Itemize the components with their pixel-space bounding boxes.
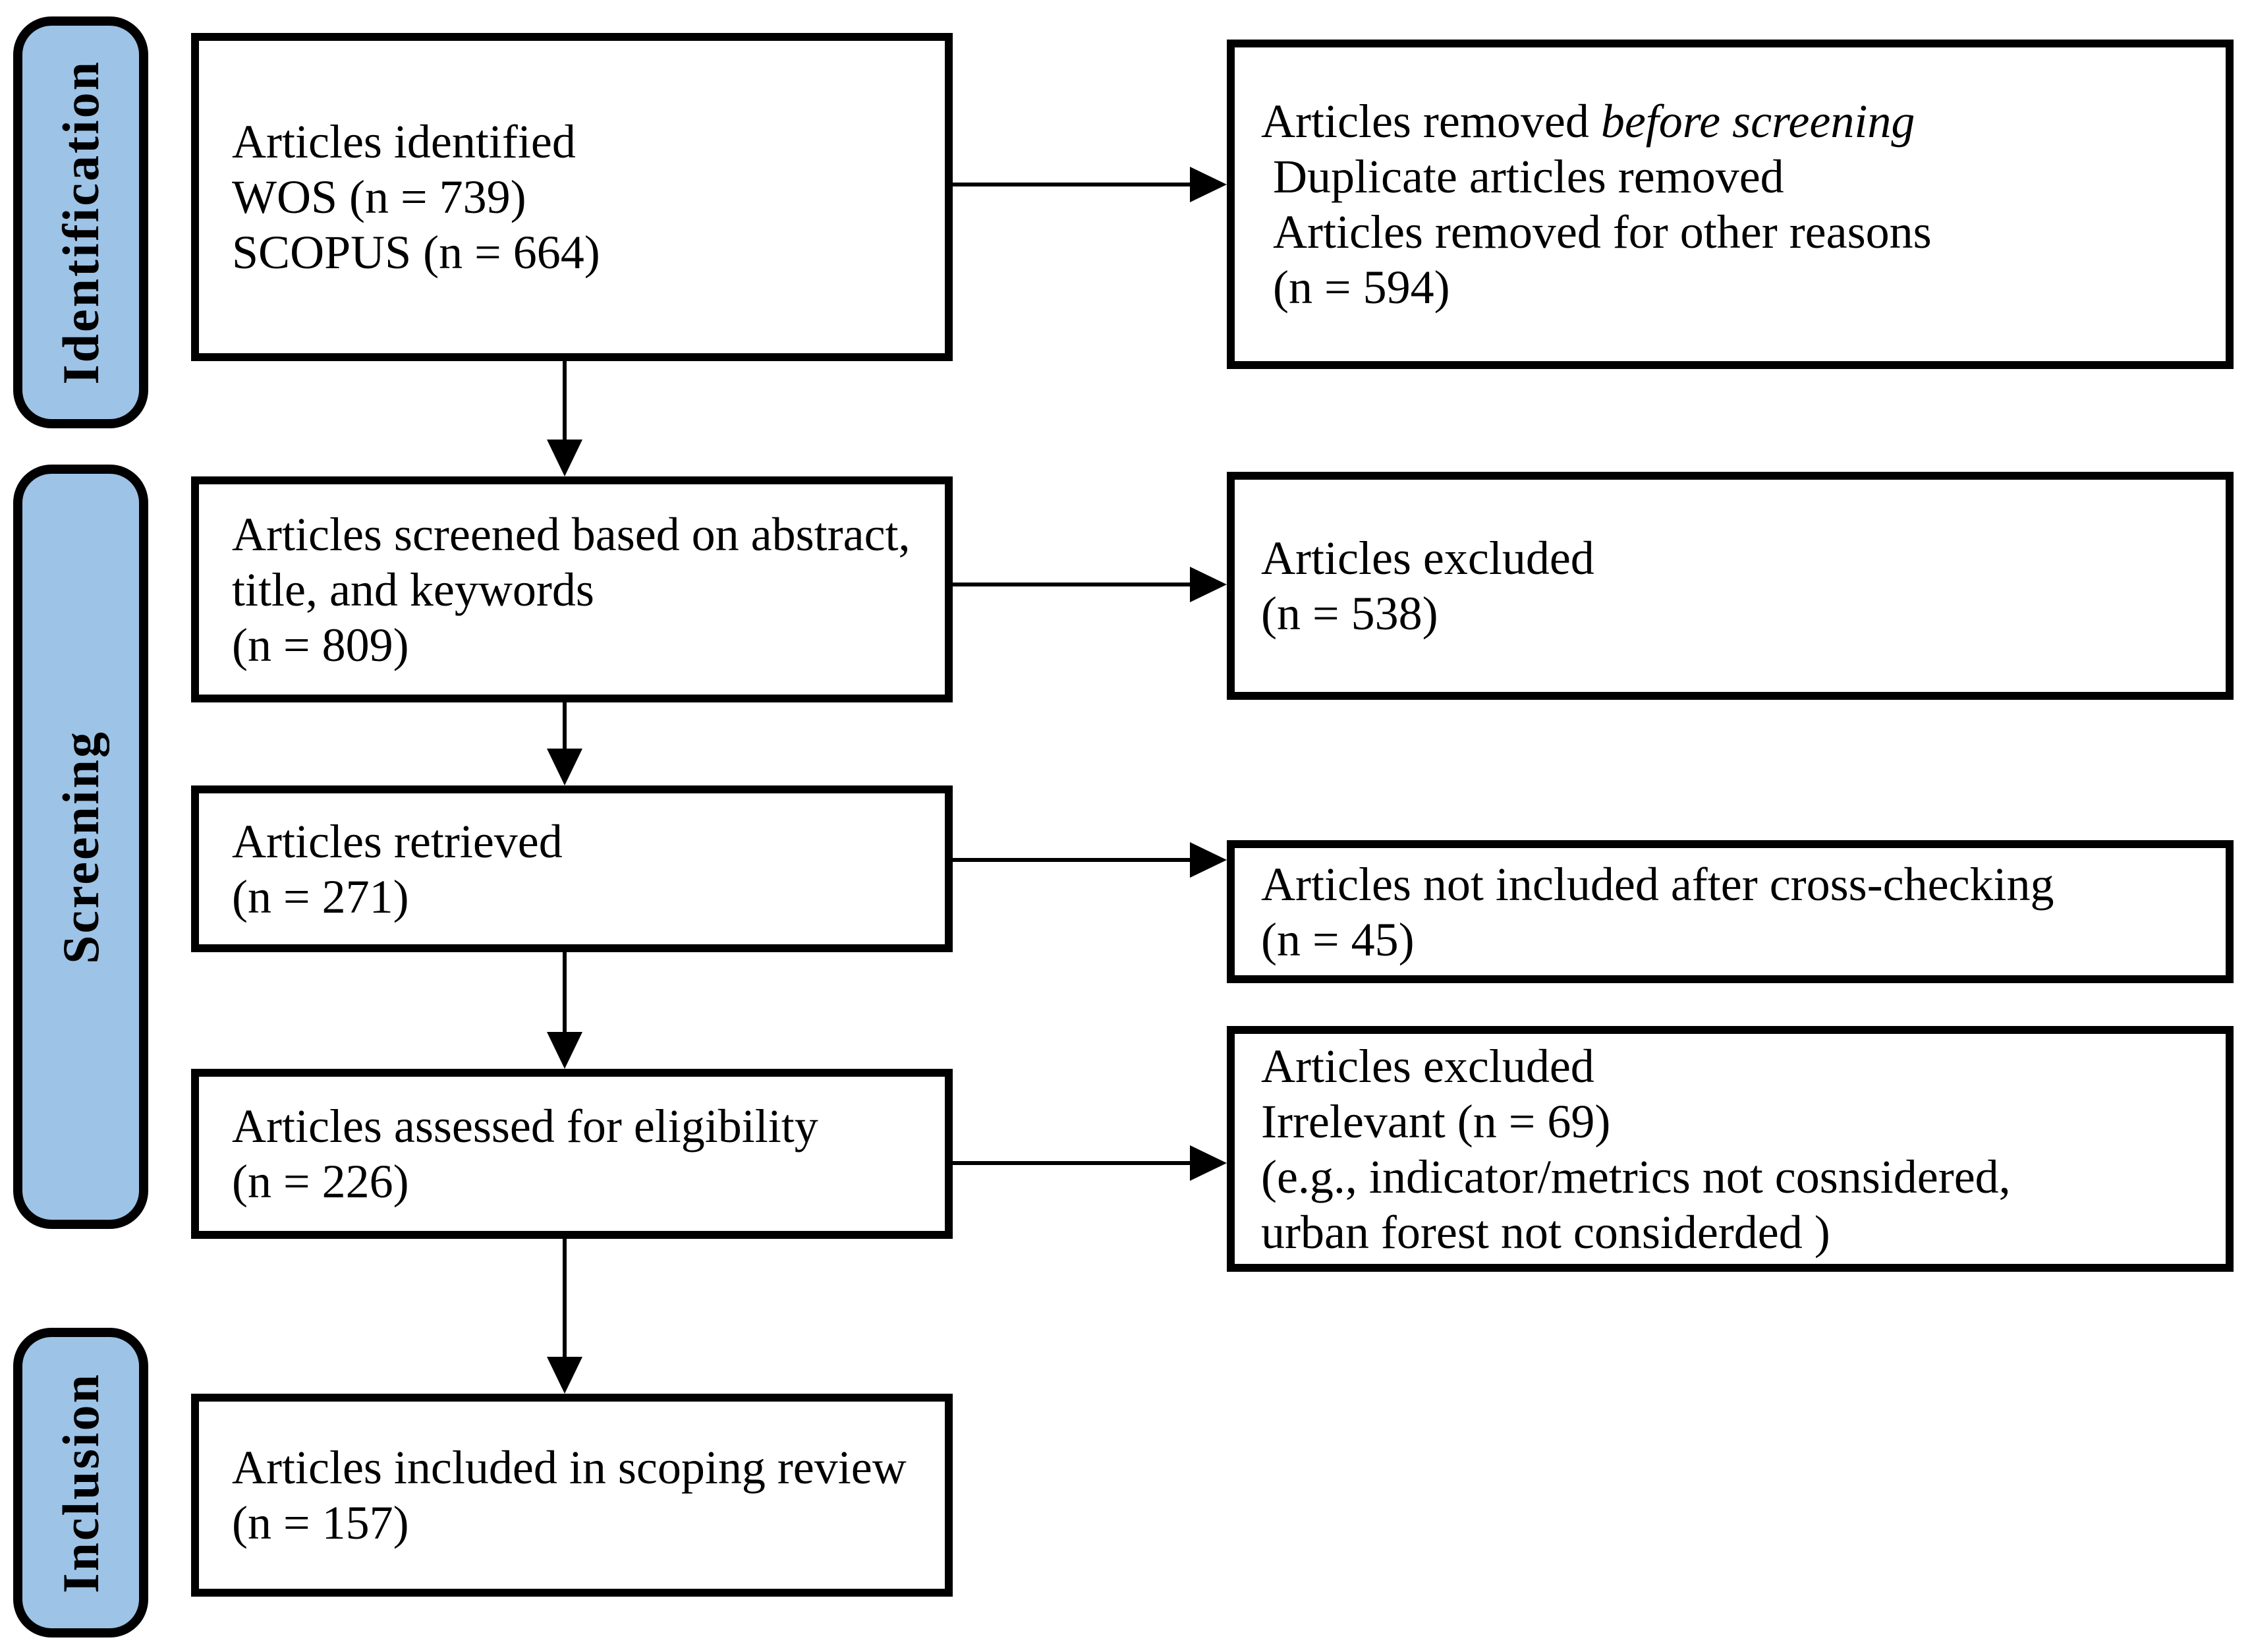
- text-line: (n = 45): [1261, 913, 1415, 966]
- stage-label-screening: Screening: [51, 729, 109, 964]
- arrow-down-icon: [547, 1032, 582, 1069]
- arrow-shaft: [563, 952, 567, 1032]
- stage-identification: Identification: [13, 16, 148, 428]
- italic-text: before screening: [1600, 95, 1915, 148]
- arrow-shaft: [953, 858, 1190, 862]
- box-articles-excluded-538: Articles excluded(n = 538): [1227, 472, 2234, 700]
- box-articles-screened: Articles screened based on abstract,titl…: [191, 476, 953, 702]
- stage-screening: Screening: [13, 465, 148, 1229]
- text-line: Articles removed before screening: [1261, 95, 1915, 148]
- stage-label-inclusion: Inclusion: [51, 1372, 109, 1593]
- arrow-shaft: [563, 1239, 567, 1357]
- text-line: title, and keywords: [232, 563, 594, 616]
- arrow-shaft: [953, 183, 1190, 186]
- arrow-shaft: [563, 361, 567, 440]
- text-line: (n = 594): [1261, 261, 1450, 314]
- text-line: Articles assessed for eligibility: [232, 1100, 818, 1153]
- box-articles-retrieved: Articles retrieved(n = 271): [191, 785, 953, 952]
- arrow-right-icon: [1190, 167, 1227, 202]
- text-line: Articles excluded: [1261, 532, 1594, 584]
- arrow-shaft: [953, 1161, 1190, 1165]
- arrow-down-icon: [547, 1357, 582, 1394]
- text-line: Articles identified: [232, 115, 576, 168]
- arrow-right-icon: [1190, 1145, 1227, 1181]
- text-line: urban forest not considerded ): [1261, 1205, 1830, 1259]
- text-line: Articles removed for other reasons: [1261, 206, 1932, 258]
- text-line: WOS (n = 739): [232, 171, 526, 223]
- stage-inclusion: Inclusion: [13, 1328, 148, 1638]
- text-line: Articles retrieved: [232, 814, 563, 868]
- arrow-right-icon: [1190, 842, 1227, 878]
- arrow-down-icon: [547, 440, 582, 476]
- arrow-down-icon: [547, 749, 582, 785]
- box-articles-assessed-eligibility: Articles assessed for eligibility(n = 22…: [191, 1069, 953, 1239]
- arrow-shaft: [953, 583, 1190, 586]
- text-line: Articles included in scoping review: [232, 1441, 907, 1494]
- text-line: (n = 157): [232, 1496, 409, 1549]
- text-line: (n = 226): [232, 1155, 409, 1208]
- stage-label-identification: Identification: [51, 60, 109, 385]
- arrow-shaft: [563, 702, 567, 749]
- text-line: Articles excluded: [1261, 1039, 1594, 1093]
- text-line: (n = 809): [232, 618, 409, 671]
- text-line: Duplicate articles removed: [1261, 150, 1784, 203]
- text-line: (n = 538): [1261, 587, 1438, 640]
- arrow-right-icon: [1190, 567, 1227, 602]
- text-line: SCOPUS (n = 664): [232, 226, 600, 279]
- text-line: Irrelevant (n = 69): [1261, 1095, 1611, 1148]
- box-articles-removed-before-screening: Articles removed before screening Duplic…: [1227, 40, 2234, 369]
- text-line: Articles screened based on abstract,: [232, 507, 911, 561]
- box-articles-included-scoping-review: Articles included in scoping review(n = …: [191, 1394, 953, 1597]
- text-line: (n = 271): [232, 870, 409, 923]
- text-line: Articles not included after cross-checki…: [1261, 857, 2054, 911]
- box-articles-not-included-cross-checking: Articles not included after cross-checki…: [1227, 840, 2234, 983]
- text-line: (e.g., indicator/metrics not cosnsidered…: [1261, 1150, 2011, 1203]
